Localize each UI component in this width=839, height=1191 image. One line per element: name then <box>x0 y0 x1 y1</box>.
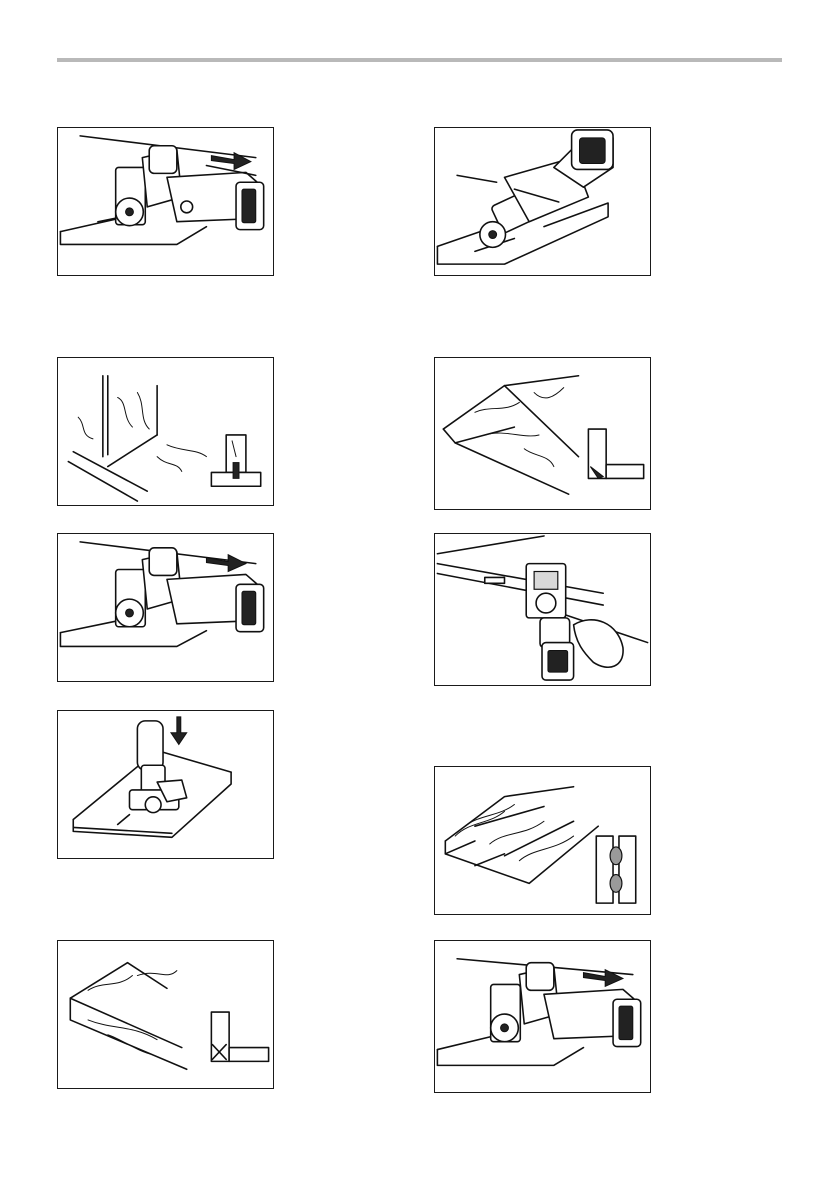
joiner-push-arrow-right-icon <box>435 941 650 1092</box>
figure-corner-joint-4 <box>434 357 651 510</box>
figure-joiner-push-10 <box>434 940 651 1093</box>
miter-joint-crossed-icon <box>58 941 273 1088</box>
figure-joiner-top-6 <box>434 533 651 686</box>
joiner-angled-fence-icon <box>435 128 650 275</box>
figure-edge-joint-8 <box>434 766 651 915</box>
corner-miter-joint-icon <box>435 358 650 509</box>
joiner-vertical-plunge-icon <box>58 711 273 858</box>
figure-joiner-push-1 <box>57 127 274 276</box>
joiner-top-view-hand-icon <box>435 534 650 685</box>
figure-joiner-push-5 <box>57 533 274 682</box>
edge-to-edge-biscuits-icon <box>435 767 650 914</box>
figure-t-joint-3 <box>57 357 274 506</box>
t-joint-wood-icon <box>58 358 273 505</box>
figure-joiner-plunge-7 <box>57 710 274 859</box>
header-rule <box>57 58 782 62</box>
figure-joiner-angled-2 <box>434 127 651 276</box>
figure-miter-crossed-9 <box>57 940 274 1089</box>
joiner-push-arrow-icon <box>58 534 273 681</box>
joiner-on-board-push-arrow-icon <box>58 128 273 275</box>
